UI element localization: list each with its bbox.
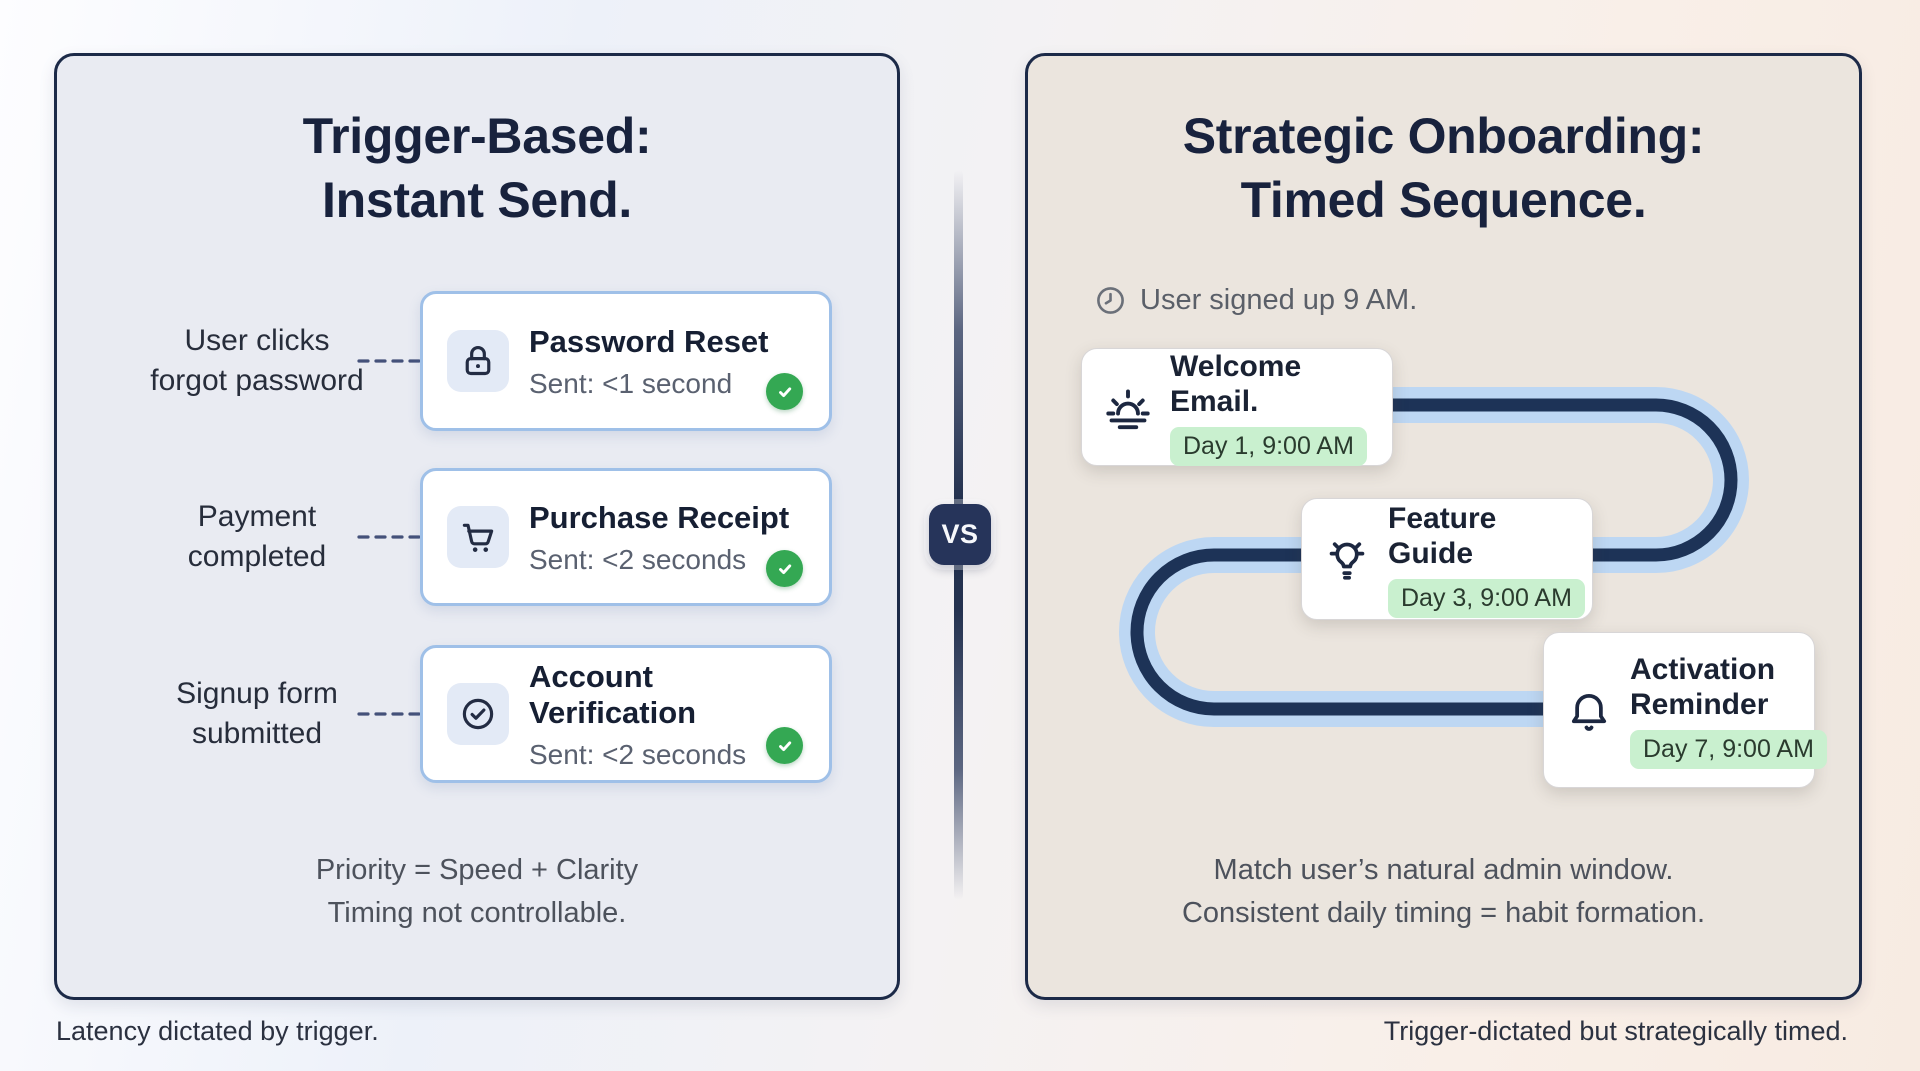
- card-title: Account Verification: [529, 658, 697, 730]
- summary-line: Consistent daily timing = habit formatio…: [1181, 897, 1706, 929]
- card-password-reset: Password Reset Sent: <1 second: [420, 291, 832, 431]
- trigger-label-line: completed: [187, 540, 327, 573]
- step-card-feature-guide: Feature Guide Day 3, 9:00 AM: [1301, 498, 1593, 620]
- success-check-icon: [766, 373, 803, 410]
- footer-caption-right: Trigger-dictated but strategically timed…: [1383, 1016, 1848, 1046]
- trigger-label-line: forgot password: [150, 364, 364, 397]
- right-title-line-1: Strategic Onboarding:: [1182, 108, 1705, 164]
- step-badge: Day 3, 9:00 AM: [1388, 578, 1585, 618]
- card-status: Sent: <2 seconds: [529, 738, 747, 770]
- trigger-label-line: Signup form: [176, 677, 338, 710]
- step-title: Welcome Email.: [1170, 349, 1302, 418]
- signup-note-text: User signed up 9 AM.: [1140, 284, 1418, 316]
- footer-caption-left: Latency dictated by trigger.: [56, 1016, 379, 1046]
- trigger-label-signup: Signup form submitted: [107, 645, 407, 783]
- check-circle-icon: [447, 683, 509, 745]
- summary-line: Match user’s natural admin window.: [1213, 854, 1674, 886]
- lock-icon: [447, 330, 509, 392]
- success-check-icon: [766, 727, 803, 764]
- left-panel-title: Trigger-Based: Instant Send.: [57, 104, 897, 232]
- bell-icon: [1564, 685, 1614, 735]
- vs-label: VS: [941, 519, 979, 549]
- trigger-label-line: submitted: [191, 717, 323, 750]
- trigger-label-forgot-password: User clicks forgot password: [107, 291, 407, 431]
- right-panel-summary: Match user’s natural admin window. Consi…: [1028, 849, 1859, 935]
- card-title: Purchase Receipt: [529, 499, 790, 535]
- step-title: Activation Reminder: [1630, 652, 1776, 721]
- left-panel-summary: Priority = Speed + Clarity Timing not co…: [57, 849, 897, 935]
- step-title: Feature Guide: [1388, 501, 1497, 570]
- signup-note: User signed up 9 AM.: [1094, 284, 1417, 317]
- strategic-onboarding-panel: Strategic Onboarding: Timed Sequence. Us…: [1025, 53, 1862, 1000]
- trigger-label-line: User clicks: [184, 324, 330, 357]
- trigger-label-payment: Payment completed: [107, 468, 407, 606]
- step-badge: Day 7, 9:00 AM: [1630, 729, 1827, 769]
- right-title-line-2: Timed Sequence.: [1240, 172, 1647, 228]
- trigger-label-line: Payment: [197, 500, 317, 533]
- card-status: Sent: <2 seconds: [529, 543, 747, 575]
- summary-line: Timing not controllable.: [327, 897, 627, 929]
- sunrise-icon: [1102, 381, 1154, 433]
- summary-line: Priority = Speed + Clarity: [315, 854, 639, 886]
- shopping-cart-icon: [447, 506, 509, 568]
- lightbulb-icon: [1322, 534, 1372, 584]
- vs-badge: VS: [929, 504, 991, 565]
- card-status: Sent: <1 second: [529, 367, 733, 399]
- trigger-based-panel: Trigger-Based: Instant Send. User clicks…: [54, 53, 900, 1000]
- step-card-activation-reminder: Activation Reminder Day 7, 9:00 AM: [1543, 632, 1827, 788]
- success-check-icon: [766, 550, 803, 587]
- step-card-welcome-email: Welcome Email. Day 1, 9:00 AM: [1081, 348, 1393, 466]
- step-badge: Day 1, 9:00 AM: [1170, 426, 1367, 466]
- left-title-line-1: Trigger-Based:: [302, 108, 652, 164]
- card-account-verification: Account Verification Sent: <2 seconds: [420, 645, 832, 783]
- onboarding-journey-path: [1119, 387, 1749, 727]
- left-title-line-2: Instant Send.: [321, 172, 633, 228]
- card-title: Password Reset: [529, 323, 769, 359]
- right-panel-title: Strategic Onboarding: Timed Sequence.: [1028, 104, 1859, 232]
- card-purchase-receipt: Purchase Receipt Sent: <2 seconds: [420, 468, 832, 606]
- clock-icon: [1097, 287, 1124, 314]
